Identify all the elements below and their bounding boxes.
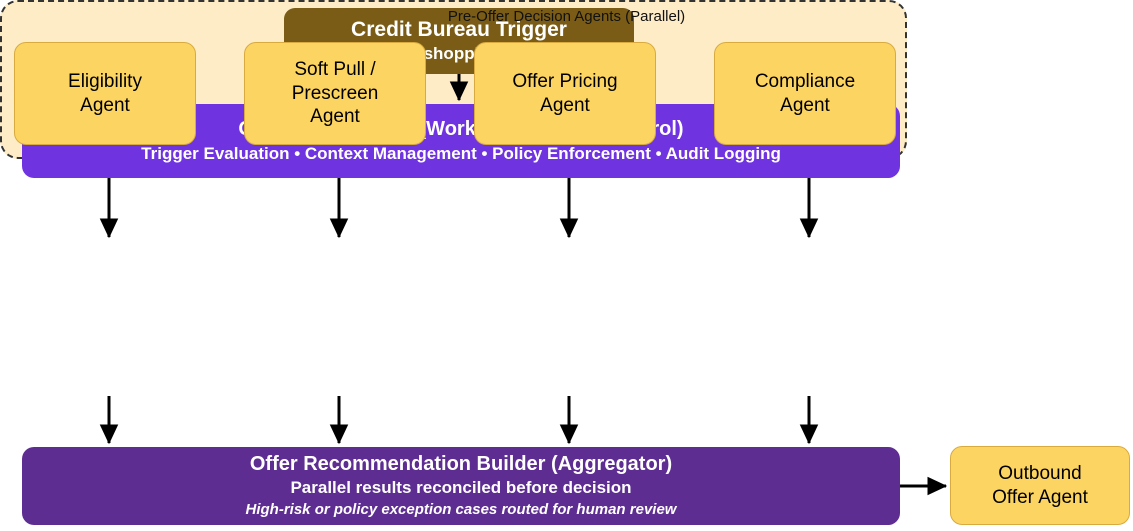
agent-3-line-2: Agent: [780, 94, 830, 116]
hub-subtitle: Trigger Evaluation • Context Management …: [141, 144, 781, 164]
aggregator-note: High-risk or policy exception cases rout…: [245, 501, 677, 519]
outbound-line-1: Outbound: [998, 462, 1082, 484]
agent-1-line-3: Agent: [310, 106, 360, 128]
outbound-line-2: Offer Agent: [992, 486, 1088, 508]
agent-1-line-2: Prescreen: [291, 82, 379, 104]
node-outbound-offer-agent[interactable]: Outbound Offer Agent: [950, 446, 1130, 525]
trigger-title: Credit Bureau Trigger: [351, 17, 567, 41]
aggregator-title: Offer Recommendation Builder (Aggregator…: [249, 452, 673, 475]
agent-2-line-2: Agent: [540, 94, 590, 116]
node-soft-pull-prescreen-agent[interactable]: Soft Pull / Prescreen Agent: [244, 42, 426, 145]
node-offer-pricing-agent[interactable]: Offer Pricing Agent: [474, 42, 656, 145]
node-eligibility-agent[interactable]: Eligibility Agent: [14, 42, 196, 145]
node-compliance-agent[interactable]: Compliance Agent: [714, 42, 896, 145]
agents-group-label: Pre-Offer Decision Agents (Parallel): [447, 8, 686, 25]
agent-0-line-1: Eligibility: [68, 70, 142, 92]
aggregator-subtitle: Parallel results reconciled before decis…: [290, 478, 632, 498]
agent-1-line-1: Soft Pull /: [294, 58, 376, 80]
agent-0-line-2: Agent: [80, 94, 130, 116]
node-offer-recommendation-builder[interactable]: Offer Recommendation Builder (Aggregator…: [22, 447, 900, 525]
agent-2-line-1: Offer Pricing: [512, 70, 618, 92]
agent-3-line-1: Compliance: [754, 70, 856, 92]
